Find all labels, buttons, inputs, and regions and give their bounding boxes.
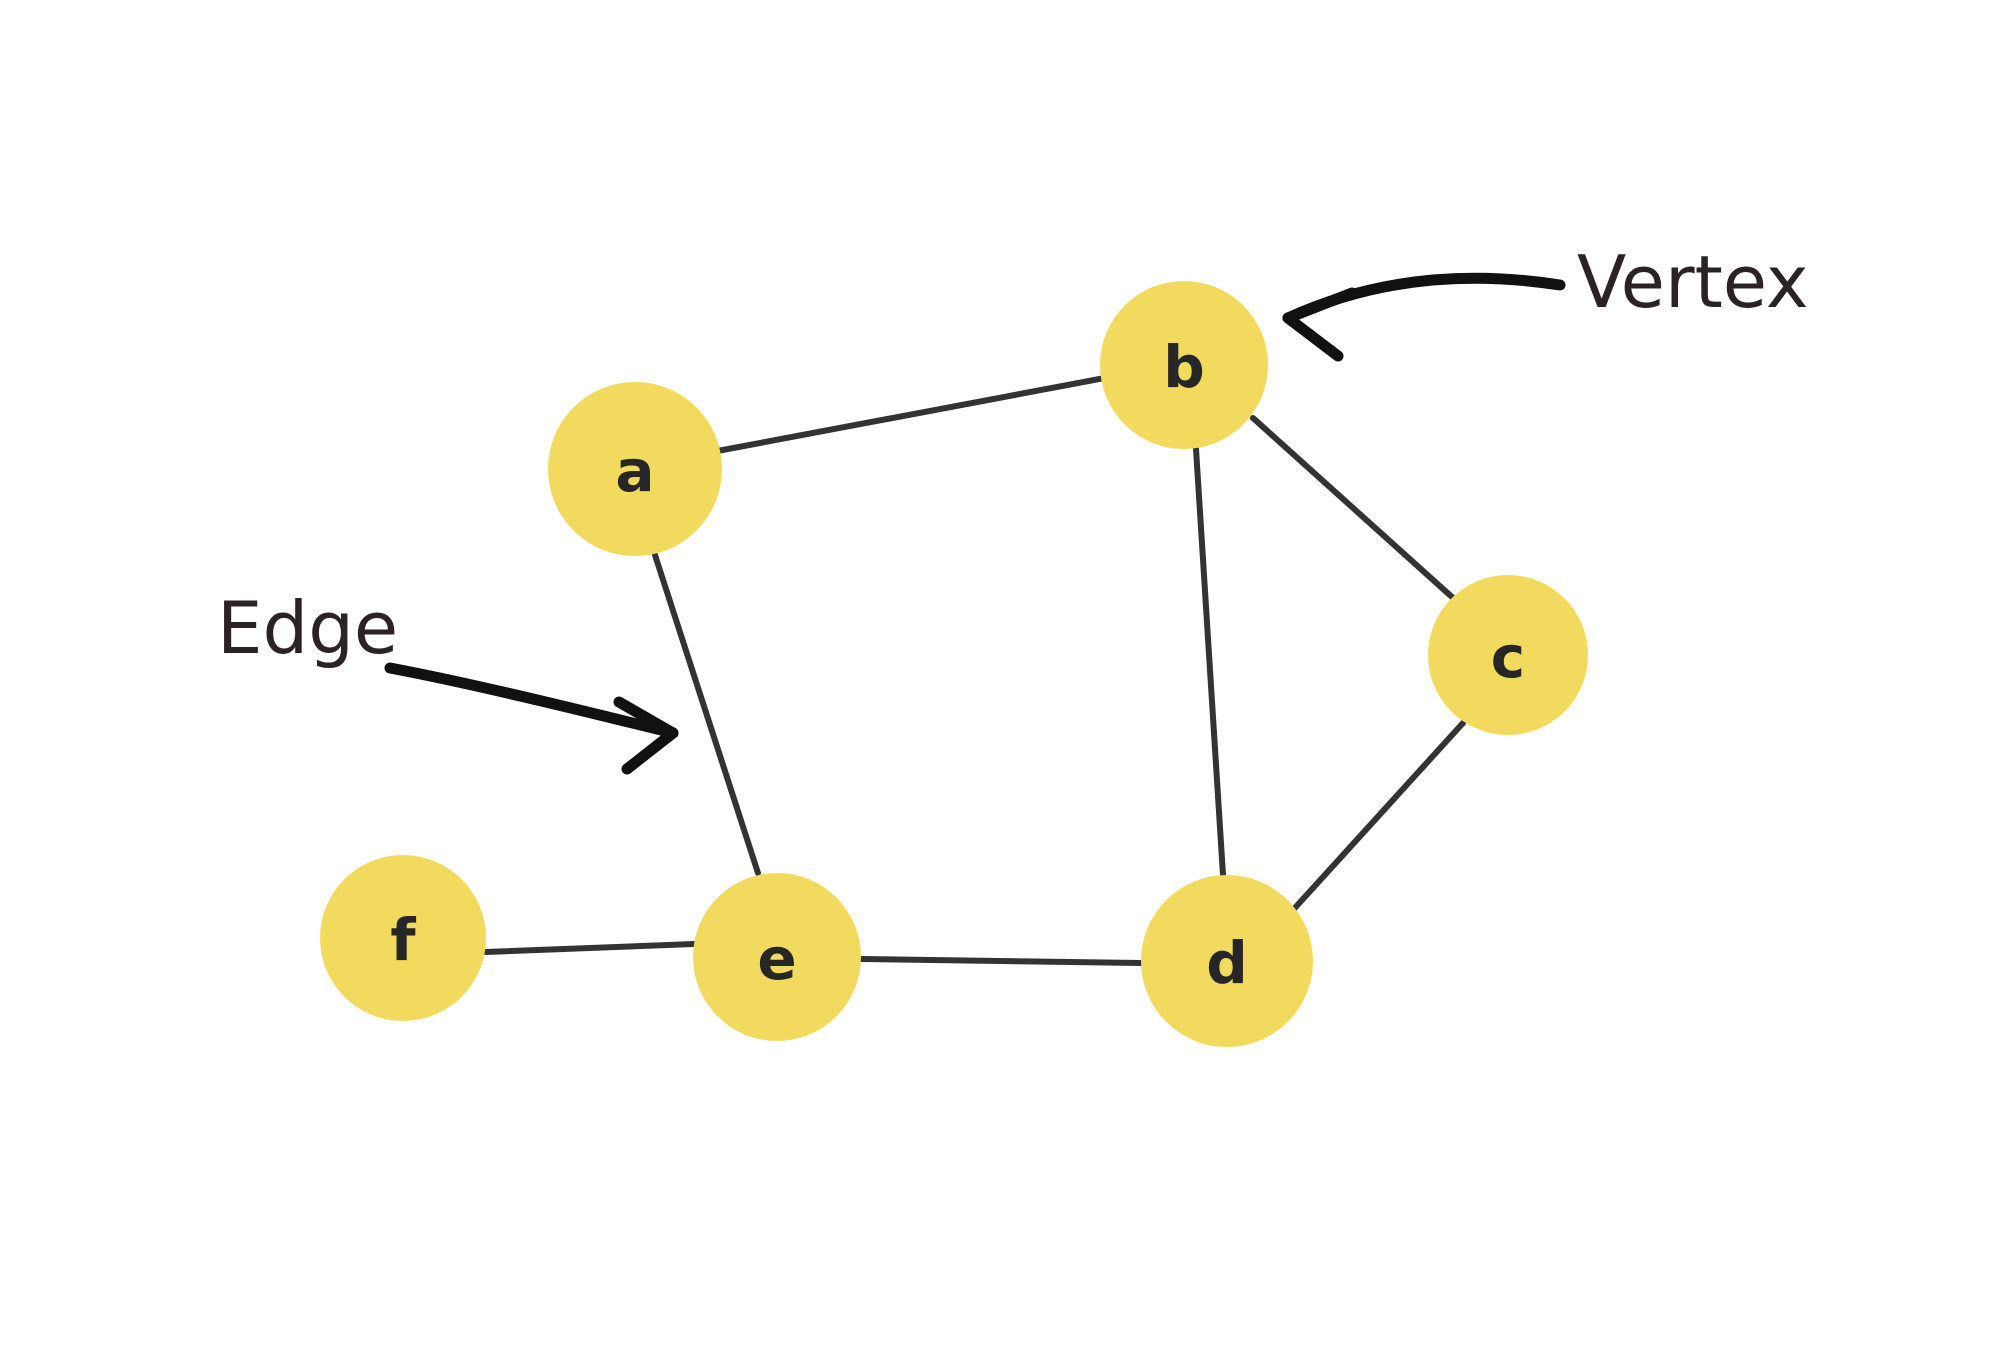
annotation-vertex: Vertex: [1282, 240, 1808, 362]
node-circle-b[interactable]: [1100, 281, 1268, 449]
node-circle-d[interactable]: [1141, 875, 1313, 1047]
vertex-pointer-arrowhead-icon: [1282, 287, 1358, 362]
node-label-d: d: [1206, 929, 1248, 997]
node-d[interactable]: d: [1141, 875, 1313, 1047]
node-f[interactable]: f: [320, 855, 486, 1021]
node-e[interactable]: e: [693, 873, 861, 1041]
nodes-group: a b c d e f: [320, 281, 1588, 1047]
node-b[interactable]: b: [1100, 281, 1268, 449]
node-label-f: f: [390, 906, 416, 974]
edge-pointer-arrowhead-icon: [613, 696, 679, 775]
edge-b-d[interactable]: [1193, 446, 1226, 878]
edge-a-b[interactable]: [709, 374, 1113, 455]
edge-c-d[interactable]: [1290, 720, 1466, 913]
annotation-edge: Edge: [217, 586, 679, 775]
node-circle-e[interactable]: [693, 873, 861, 1041]
node-label-b: b: [1163, 333, 1205, 401]
edge-annotation-label: Edge: [217, 586, 398, 670]
vertex-annotation-label: Vertex: [1577, 240, 1808, 324]
node-c[interactable]: c: [1428, 575, 1588, 735]
node-a[interactable]: a: [548, 382, 722, 556]
node-label-a: a: [615, 437, 654, 505]
node-circle-f[interactable]: [320, 855, 486, 1021]
node-circle-c[interactable]: [1428, 575, 1588, 735]
edge-b-c[interactable]: [1250, 415, 1455, 600]
node-label-e: e: [757, 925, 796, 993]
edge-d-e[interactable]: [858, 956, 1144, 966]
node-circle-a[interactable]: [548, 382, 722, 556]
edge-a-e[interactable]: [652, 552, 761, 876]
edge-e-f[interactable]: [483, 941, 697, 955]
edges-group: [483, 374, 1466, 966]
node-label-c: c: [1491, 623, 1525, 691]
edge-pointer-arrow-icon: [384, 662, 679, 739]
